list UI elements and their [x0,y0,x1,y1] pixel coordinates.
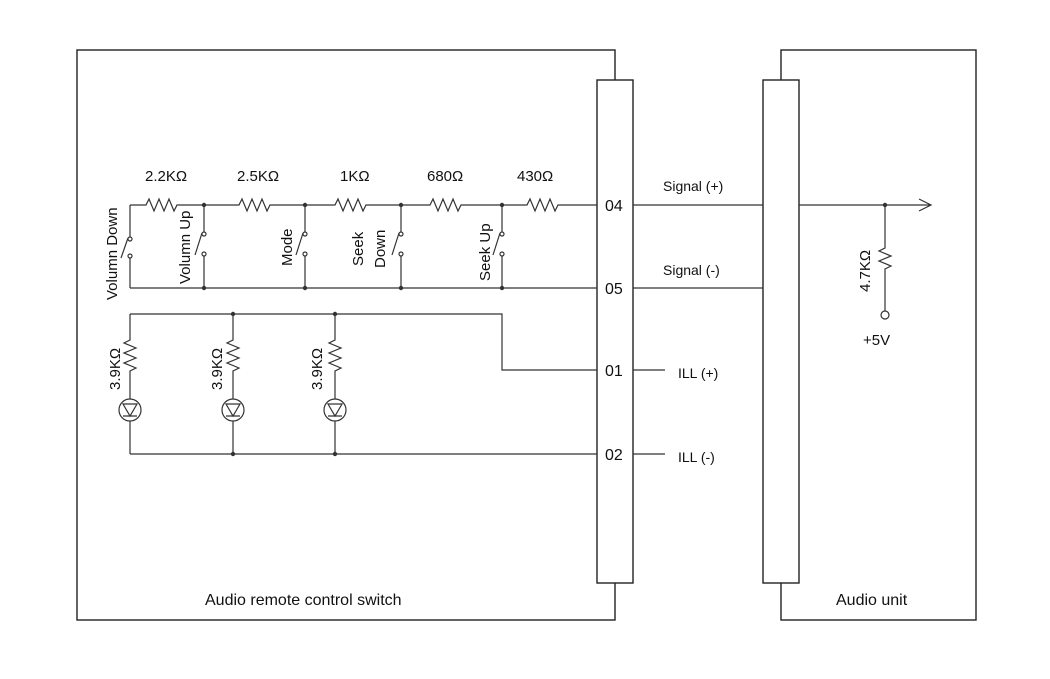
led-resistor-label-1: 3.9KΩ [107,348,124,390]
illumination-circuit [118,311,597,457]
signal-plus-label: Signal (+) [663,178,723,194]
resistor-label-680: 680Ω [427,168,463,185]
switch-seek-up [492,205,505,288]
switch-label-mode: Mode [279,228,296,266]
audio-unit-block [780,49,977,621]
pin-05: 05 [605,281,623,298]
switch-label-down: Down [372,230,389,268]
remote-connector [596,79,634,584]
switch-label-seek: Seek [350,231,367,266]
resistor-label-2-5k: 2.5KΩ [237,168,279,185]
harness-lines [633,204,763,455]
pullup-resistor-label: 4.7KΩ [857,250,874,292]
led-resistor-label-3: 3.9KΩ [309,348,326,390]
switch-volume-up [194,205,207,288]
remote-switch-block [76,49,616,621]
audio-unit-input [799,198,933,320]
audio-unit-connector [762,79,800,584]
switch-volume-down [120,205,133,288]
pin-01: 01 [605,363,623,380]
switch-label-volume-up: Volumn Up [177,211,194,284]
switch-mode [295,205,308,288]
pin-02: 02 [605,447,623,464]
supply-label: +5V [863,332,890,349]
resistor-label-2-2k: 2.2KΩ [145,168,187,185]
switch-label-seek-up: Seek Up [477,223,494,281]
led-resistor-label-2: 3.9KΩ [209,348,226,390]
resistor-label-1k: 1KΩ [340,168,370,185]
switch-label-volume-down: Volumn Down [104,207,121,300]
signal-minus-label: Signal (-) [663,262,720,278]
ill-plus-label: ILL (+) [678,365,718,381]
resistor-ladder [130,197,597,289]
resistor-label-430: 430Ω [517,168,553,185]
pin-04: 04 [605,198,623,215]
remote-switch-label: Audio remote control switch [205,592,402,609]
ill-minus-label: ILL (-) [678,449,715,465]
switch-seek-down [391,205,404,288]
audio-unit-label: Audio unit [836,592,908,609]
